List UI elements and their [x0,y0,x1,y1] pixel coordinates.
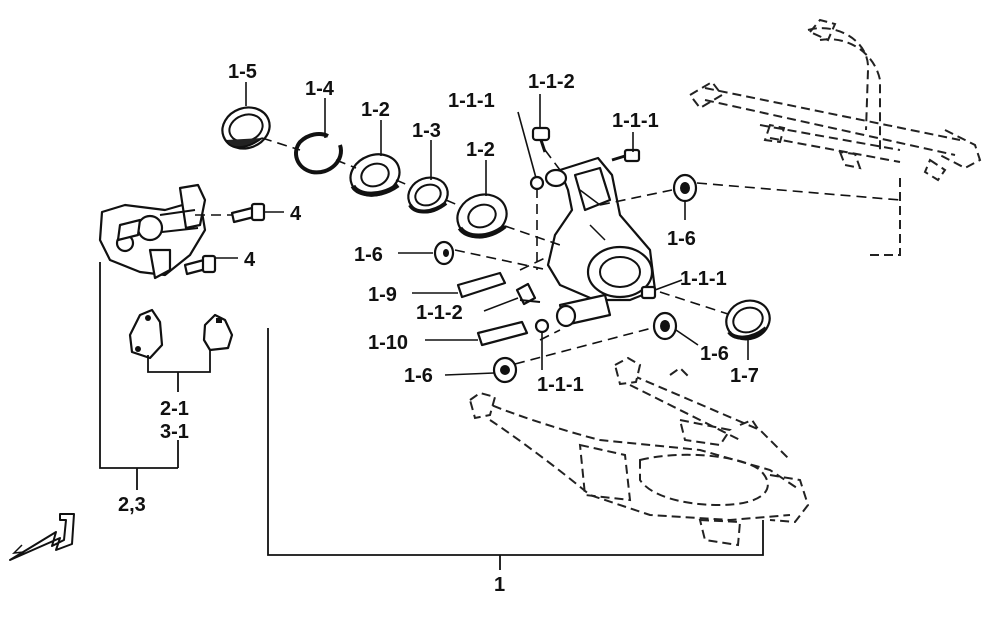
part-1-1-2-clip [515,282,541,306]
part-1-6-washer-c [492,356,518,384]
callout-1-2-b: 1-2 [466,139,495,161]
part-1-1-1-bolt-b [611,148,641,163]
part-1-5-seal [221,106,271,150]
part-1-1-1-nut-a [529,175,545,191]
part-1-2-bearing-a [349,153,401,197]
callout-1-6-a: 1-6 [354,244,383,266]
part-1-1-knuckle [544,156,657,328]
part-1-7-seal [725,299,771,341]
frame-ghost [688,18,982,256]
callout-1-1-1-a: 1-1-1 [448,90,495,112]
callout-1-9: 1-9 [368,284,397,306]
callout-2-1: 2-1 [160,398,189,420]
callout-4-b: 4 [244,249,256,271]
part-1-3-ring [407,176,449,214]
brake-pad-left [128,308,164,360]
callout-1-6-c: 1-6 [404,365,433,387]
front-direction-arrow-icon [9,513,75,561]
callout-1-3: 1-3 [412,120,441,142]
callout-1-1-1-d: 1-1-1 [537,374,584,396]
callout-1-1-1-c: 1-1-1 [680,268,727,290]
part-1-1-1-nut-d [534,318,550,334]
part-1-6-washer-d [652,311,678,341]
part-1-6-washer-a [433,240,455,266]
leader-lines [195,82,901,376]
callout-2-3: 2,3 [118,494,146,516]
callout-labels: 1-5 1-4 1-2 1-3 1-2 1-1-1 1-1-2 1-1-1 4 … [118,61,759,596]
part-4-bolt-b [183,254,217,276]
callout-1-1-2-a: 1-1-2 [528,71,575,93]
part-1-1-1-bolt-c [640,285,657,300]
brake-caliper [98,183,207,280]
callout-1-10: 1-10 [368,332,408,354]
callout-1-5: 1-5 [228,61,257,83]
bracket-1 [267,328,764,570]
callout-1-1-2-b: 1-1-2 [416,302,463,324]
callout-1-6-d: 1-6 [700,343,729,365]
callout-1: 1 [494,574,505,596]
callout-1-7: 1-7 [730,365,759,387]
part-1-4-circlip [294,132,343,175]
callout-1-4: 1-4 [305,78,335,100]
brake-pad-right [202,313,234,352]
part-1-1-2-bolt-top [531,126,551,153]
part-4-bolt-a [230,202,266,224]
callout-1-6-b: 1-6 [667,228,696,250]
part-1-6-washer-b [672,173,698,203]
part-1-10-pin [476,320,529,347]
callout-1-2-a: 1-2 [361,99,390,121]
callout-1-1-1-b: 1-1-1 [612,110,659,132]
part-1-9-pin [456,271,507,299]
callout-3-1: 3-1 [160,421,189,443]
swing-arm-ghost [468,356,810,547]
part-1-2-bearing-b [456,193,508,239]
bracket-2-3 [99,262,211,490]
callout-4-a: 4 [290,203,302,225]
